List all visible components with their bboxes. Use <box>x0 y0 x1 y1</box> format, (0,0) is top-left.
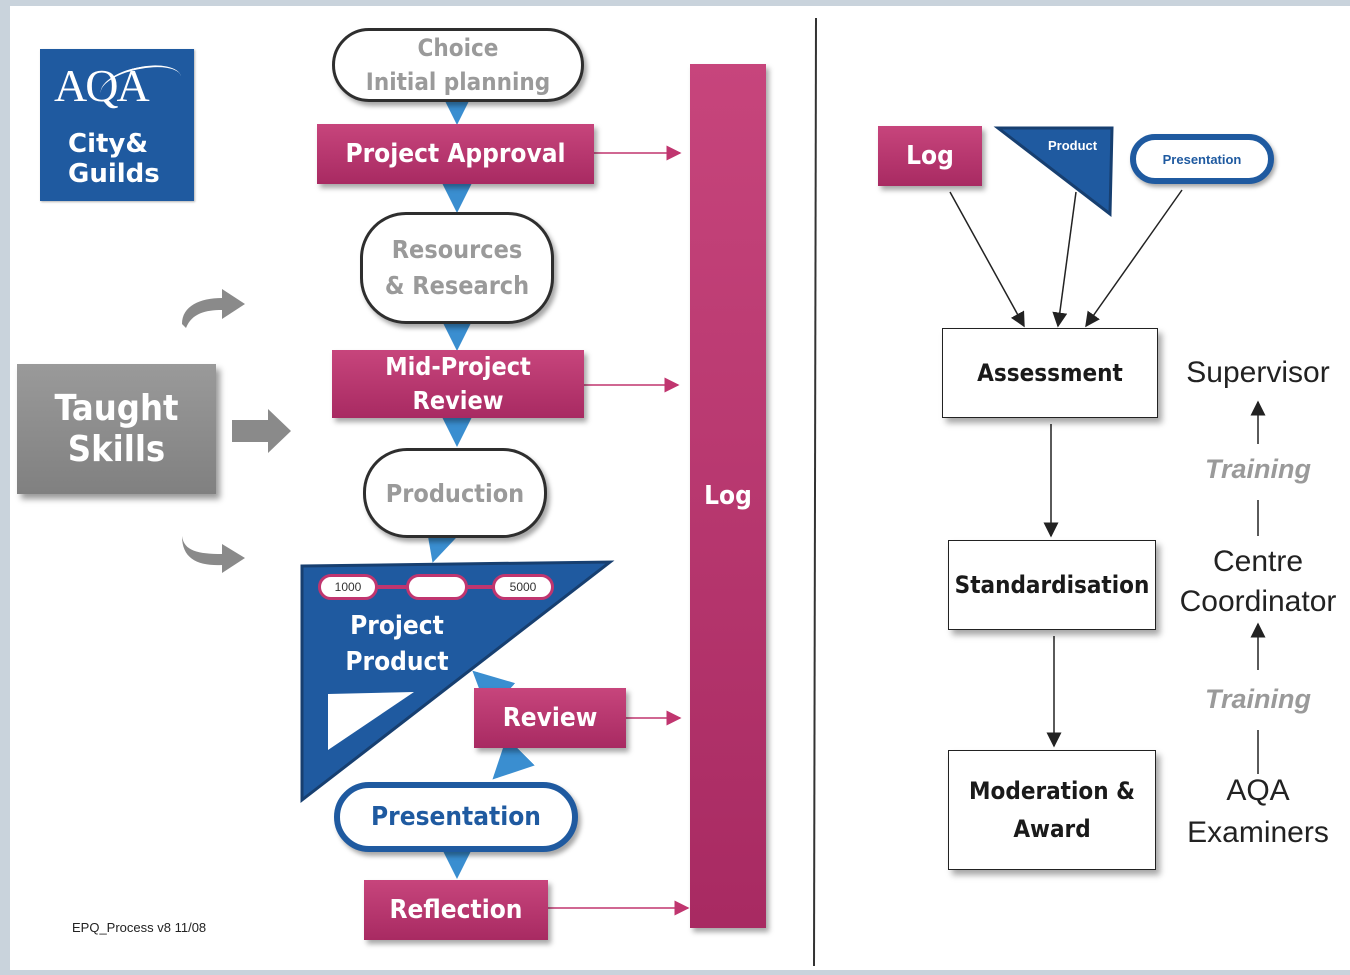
presentation-small-oval: Presentation <box>1130 134 1274 184</box>
award-label: Award <box>1013 815 1091 843</box>
review-label: Review <box>502 703 598 733</box>
mid-project-review-box: Mid-Project Review <box>332 350 584 418</box>
range-min-label: 1000 <box>334 580 362 594</box>
resources-label: Resources <box>391 235 523 264</box>
assessment-label: Assessment <box>977 359 1123 387</box>
range-mid-pill <box>406 574 468 600</box>
centre-coordinator-label: Centre Coordinator <box>1166 542 1350 622</box>
standardisation-label: Standardisation <box>954 571 1150 599</box>
log-box-label: Log <box>906 141 954 171</box>
range-min-pill: 1000 <box>318 574 378 600</box>
coordinator-label: Coordinator <box>1179 585 1337 618</box>
aqa-examiners-label: AQA Examiners <box>1168 770 1348 854</box>
guilds-logo-text: Guilds <box>68 159 160 189</box>
product-triangle-inner <box>328 692 414 750</box>
initial-planning-label: Initial planning <box>365 68 551 96</box>
review-box: Review <box>474 688 626 748</box>
production-label: Production <box>385 478 525 508</box>
moderation-award-box: Moderation & Award <box>948 750 1156 870</box>
presentation-label: Presentation <box>371 802 541 832</box>
presentation-oval: Presentation <box>334 782 578 852</box>
project-product-label: Project Product <box>332 608 462 680</box>
flow-connectors <box>424 85 535 879</box>
project-approval-label: Project Approval <box>345 139 566 169</box>
mid-review-label: Review <box>412 386 504 415</box>
log-column: Log <box>690 64 766 928</box>
log-box: Log <box>878 126 982 186</box>
aqa-label: AQA <box>1226 774 1290 807</box>
training-label-2: Training <box>1204 684 1311 714</box>
project-label: Project <box>350 611 444 641</box>
version-footer: EPQ_Process v8 11/08 <box>72 920 207 935</box>
training-label-1: Training <box>1204 454 1311 484</box>
examiners-label: Examiners <box>1187 816 1329 849</box>
presentation-small-label: Presentation <box>1162 151 1242 167</box>
production-oval: Production <box>363 448 547 538</box>
assessment-arrows <box>949 189 1266 774</box>
reflection-box: Reflection <box>364 880 548 940</box>
diagram-canvas: AQA City& Guilds Taught Skills Choice In… <box>10 6 1350 970</box>
mid-project-label: Mid-Project <box>385 352 531 381</box>
product-small-triangle <box>993 126 1114 217</box>
product-triangle <box>300 560 615 804</box>
range-max-pill: 5000 <box>492 574 554 600</box>
reflection-label: Reflection <box>389 895 523 925</box>
product-small-label: Product <box>1048 138 1098 153</box>
moderation-label: Moderation & <box>969 777 1135 805</box>
aqa-city-guilds-logo: AQA City& Guilds <box>40 49 194 201</box>
taught-skills-arrows <box>182 289 291 573</box>
choice-oval: Choice Initial planning <box>332 28 584 102</box>
assessment-box: Assessment <box>942 328 1158 418</box>
gray-arrow-middle <box>232 409 291 453</box>
supervisor-label: Supervisor <box>1186 356 1330 389</box>
city-logo-text: City& <box>68 129 149 159</box>
project-approval-box: Project Approval <box>317 124 594 184</box>
divider-line <box>813 17 817 967</box>
taught-skills-box: Taught Skills <box>17 364 216 494</box>
centre-label: Centre <box>1212 545 1304 578</box>
connector-layer <box>182 17 1266 967</box>
choice-label: Choice <box>417 34 499 62</box>
product-label: Product <box>345 647 449 677</box>
skills-label: Skills <box>67 429 166 470</box>
log-arrows <box>546 145 690 916</box>
range-max-label: 5000 <box>509 580 537 594</box>
resources-research-oval: Resources & Research <box>360 212 554 324</box>
aqa-logo-text: AQA <box>54 60 150 111</box>
gray-arrow-top <box>182 289 245 328</box>
research-label: & Research <box>384 271 530 300</box>
log-column-label: Log <box>704 481 752 511</box>
standardisation-box: Standardisation <box>948 540 1156 630</box>
taught-label: Taught <box>54 388 179 429</box>
gray-arrow-bottom <box>182 536 245 573</box>
